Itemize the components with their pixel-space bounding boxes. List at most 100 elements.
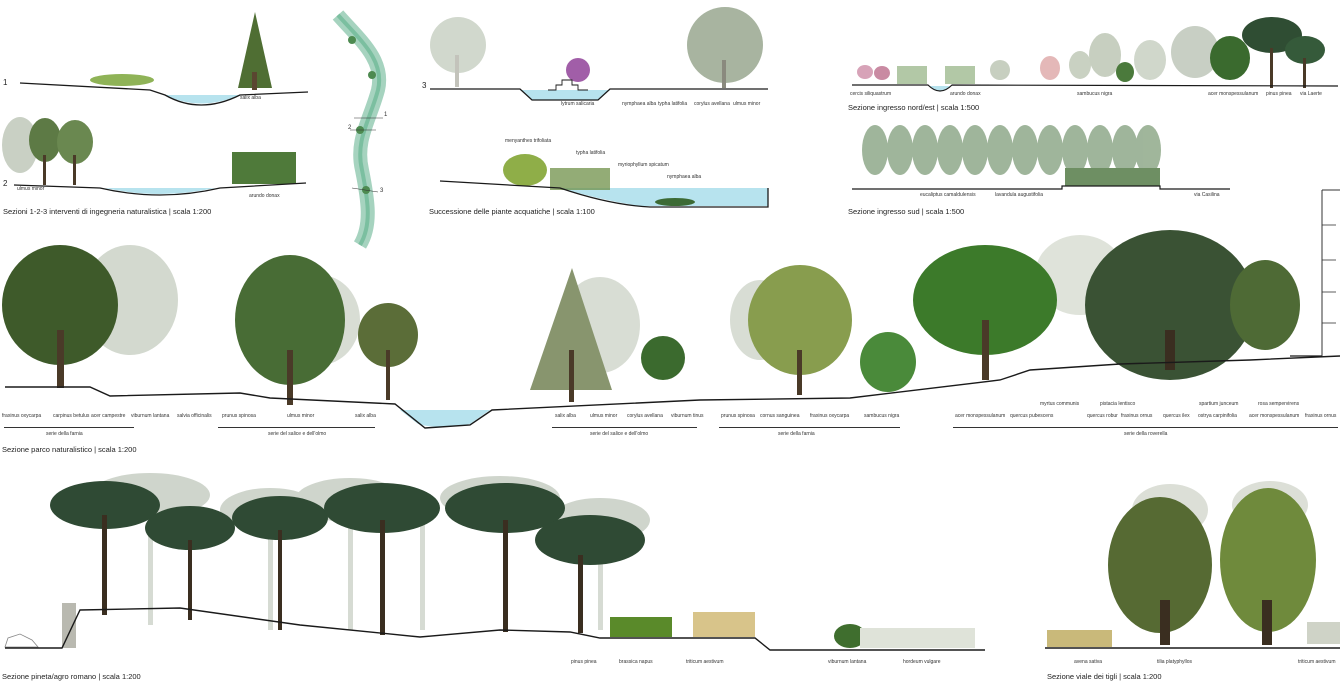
label-hordeum: hordeum vulgare xyxy=(903,659,941,665)
label-ulmus-minor-3: ulmus minor xyxy=(733,101,761,107)
label-quercus-ilex: quercus ilex xyxy=(1163,413,1190,419)
label-pinus-pinea: pinus pinea xyxy=(571,659,597,665)
section-1-drawing xyxy=(19,12,309,106)
label-viburnum-pineta: viburnum lantana xyxy=(828,659,867,665)
caption-sections-123: Sezioni 1-2-3 interventi di ingegneria n… xyxy=(3,207,212,216)
label-fraxinus-ornus-2: fraxinus ornus xyxy=(1305,413,1337,419)
caption-aquatic: Successione delle piante acquatiche | sc… xyxy=(429,207,595,216)
label-triticum-viale: triticum aestivum xyxy=(1298,659,1336,665)
south-eucalyptus-row xyxy=(862,125,1161,175)
label-via-casilina: via Casilina xyxy=(1194,192,1220,198)
label-pinus-ne: pinus pinea xyxy=(1266,91,1292,97)
section-3-lythrum xyxy=(566,58,590,82)
pineta-wall xyxy=(62,603,76,648)
caption-parco: Sezione parco naturalistico | scala 1:20… xyxy=(2,445,137,454)
label-myrtus: myrtus communis xyxy=(1040,401,1080,407)
section-number-3: 3 xyxy=(422,81,427,90)
label-nymphaea-alba: nymphaea alba xyxy=(622,101,657,107)
south-drawing xyxy=(852,125,1230,190)
section-2-drawing xyxy=(2,117,307,196)
series-roverella: serie della roverella xyxy=(1124,431,1168,437)
label-ostrya: ostrya carpinifolia xyxy=(1198,413,1237,419)
label-fraxinus-oxycarpa-2: fraxinus oxycarpa xyxy=(810,413,850,419)
label-viburnum-tinus: viburnum tinus xyxy=(671,413,704,419)
section-2-arundo xyxy=(232,152,296,184)
pineta-triticum xyxy=(693,612,755,637)
label-acer-ne: acer monspessulanum xyxy=(1208,91,1259,97)
label-typha: typha latifolia xyxy=(576,150,606,156)
label-acer-monsp-parco: acer monspessulanum xyxy=(955,413,1006,419)
north-east-ground xyxy=(852,84,1339,92)
series-salice-1: serie del salice e dell'olmo xyxy=(268,431,327,437)
caption-pineta: Sezione pineta/agro romano | scala 1:200 xyxy=(2,672,141,681)
label-fraxinus-oxycarpa: fraxinus oxycarpa xyxy=(2,413,42,419)
north-east-drawing xyxy=(852,17,1339,92)
label-spartium: spartium junceum xyxy=(1199,401,1239,407)
river-map-water xyxy=(336,13,382,247)
label-cornus: cornus sanguinea xyxy=(760,413,800,419)
label-ulmus-minor: ulmus minor xyxy=(17,186,45,192)
label-typha-latifolia: typha latifolia xyxy=(658,101,688,107)
caption-south: Sezione ingresso sud | scala 1:500 xyxy=(848,207,965,216)
caption-viale: Sezione viale dei tigli | scala 1:200 xyxy=(1047,672,1162,681)
label-tilia: tilia platyphyllos xyxy=(1157,659,1193,665)
label-lavandula: lavandula augustifolia xyxy=(995,192,1044,198)
label-salix-alba-parco: salix alba xyxy=(355,413,376,419)
label-ulmus-minor-parco-2: ulmus minor xyxy=(590,413,618,419)
aquatic-typha xyxy=(550,168,610,190)
label-nymphaea: nymphaea alba xyxy=(667,174,702,180)
label-viburnum-lantana: viburnum lantana xyxy=(131,413,170,419)
river-map xyxy=(332,10,387,249)
label-prunus-spinosa-2: prunus spinosa xyxy=(721,413,755,419)
aquatic-menyanthes xyxy=(503,154,547,186)
label-corylus-avellana: corylus avellana xyxy=(694,101,730,107)
section-3-ground xyxy=(430,88,768,101)
label-carpinus-betulus: carpinus betulus xyxy=(53,413,90,419)
aquatic-nymphaea xyxy=(655,198,695,206)
label-salix-alba: salix alba xyxy=(240,95,261,101)
aquatic-water xyxy=(560,188,768,206)
section-2-water xyxy=(105,188,215,194)
section-3-ghost-tree xyxy=(430,17,486,73)
section-1-tree xyxy=(238,12,272,88)
section-number-2: 2 xyxy=(3,179,8,188)
label-menyanthes: menyanthes trifoliata xyxy=(505,138,552,144)
label-ulmus-minor-parco: ulmus minor xyxy=(287,413,315,419)
series-line-5 xyxy=(953,427,1338,428)
parco-ground xyxy=(5,355,1340,429)
map-marker-2: 2 xyxy=(348,125,352,131)
viale-triticum xyxy=(1307,622,1340,644)
label-via-laerte: via Laerte xyxy=(1300,91,1322,97)
section-1-reeds xyxy=(90,74,154,86)
pineta-viburnum xyxy=(834,624,866,648)
label-salix-alba-parco-2: salix alba xyxy=(555,413,576,419)
parco-drawing xyxy=(2,189,1340,429)
series-farnia-2: serie della farnia xyxy=(778,431,815,437)
series-line-4 xyxy=(719,427,900,428)
series-farnia-1: serie della farnia xyxy=(46,431,83,437)
viale-tree-right xyxy=(1220,488,1316,632)
label-myriophyllum: myriophyllum spicatum xyxy=(618,162,669,168)
label-fraxinus-ornus: fraxinus ornus xyxy=(1121,413,1153,419)
label-arundo-donax: arundo donax xyxy=(249,193,280,199)
section-3-tree xyxy=(687,7,763,83)
viale-drawing xyxy=(1045,481,1340,649)
viale-tree-left xyxy=(1108,497,1212,633)
series-line-2 xyxy=(218,427,375,428)
label-rosa: rosa sempervirens xyxy=(1258,401,1300,407)
pineta-hordeum xyxy=(860,628,975,648)
label-acer-campestre: acer campestre xyxy=(91,413,126,419)
section-3-water xyxy=(520,90,610,100)
label-quercus-pubescens: quercus pubescens xyxy=(1010,413,1054,419)
section-number-1: 1 xyxy=(3,78,8,87)
pineta-brassica xyxy=(610,617,672,637)
label-pistacia: pistacia lentisco xyxy=(1100,401,1136,407)
label-triticum: triticum aestivum xyxy=(686,659,724,665)
label-acer-monsp-parco-2: acer monspessulanum xyxy=(1249,413,1300,419)
series-line-1 xyxy=(4,427,134,428)
section-3-steps xyxy=(548,79,588,91)
section-1-ground xyxy=(19,82,309,106)
pineta-ground xyxy=(5,607,985,651)
label-arundo-ne: arundo donax xyxy=(950,91,981,97)
